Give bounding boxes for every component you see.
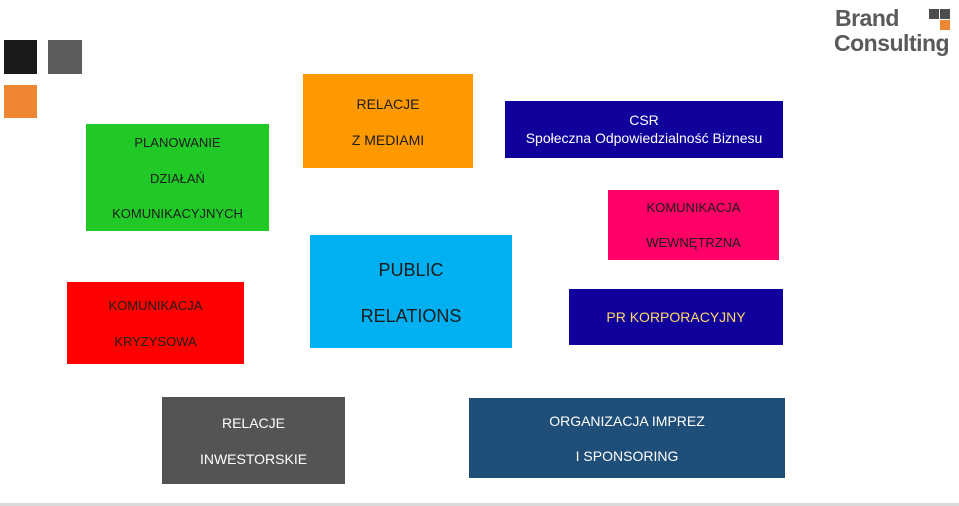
bottom-divider — [0, 503, 959, 506]
box-relacje-z-mediami: RELACJE Z MEDIAMI — [303, 74, 473, 168]
box-kom-wew-line1: KOMUNIKACJA — [646, 200, 741, 215]
decor-square-black — [4, 40, 37, 74]
box-planowanie-dzialan: PLANOWANIE DZIAŁAŃ KOMUNIKACYJNYCH — [86, 124, 269, 231]
box-pr-line1: PUBLIC — [378, 260, 444, 280]
logo-square-orange — [940, 20, 950, 30]
box-planowanie-line3: KOMUNIKACYJNYCH — [112, 206, 243, 221]
box-kom-kryz-line1: KOMUNIKACJA — [108, 298, 203, 313]
box-relacje-media-line2: Z MEDIAMI — [351, 132, 425, 148]
box-relacje-media-line1: RELACJE — [356, 96, 420, 112]
logo-line-brand: Brand — [835, 5, 899, 31]
box-public-relations: PUBLIC RELATIONS — [310, 235, 512, 348]
box-komunikacja-wewnetrzna: KOMUNIKACJA WEWNĘTRZNA — [608, 190, 779, 260]
box-pr-line2: RELATIONS — [360, 306, 462, 326]
box-pr-korp-line1: PR KORPORACYJNY — [606, 309, 746, 325]
box-kom-kryz-line2: KRYZYSOWA — [114, 334, 197, 349]
decor-square-orange — [4, 85, 37, 118]
box-csr-line2: Społeczna Odpowiedzialność Biznesu — [525, 130, 763, 146]
box-komunikacja-kryzysowa: KOMUNIKACJA KRYZYSOWA — [67, 282, 244, 364]
box-csr-line1: CSR — [629, 112, 659, 128]
box-rel-inw-line1: RELACJE — [221, 415, 286, 431]
box-organizacja-imprez: ORGANIZACJA IMPREZ I SPONSORING — [469, 398, 785, 478]
decor-square-gray — [48, 40, 82, 74]
box-planowanie-line2: DZIAŁAŃ — [150, 171, 205, 186]
box-org-imp-line1: ORGANIZACJA IMPREZ — [549, 413, 705, 429]
box-pr-korporacyjny: PR KORPORACYJNY — [569, 289, 783, 345]
logo-square-dark-2 — [940, 9, 950, 19]
box-org-imp-line2: I SPONSORING — [575, 448, 679, 464]
box-kom-wew-line2: WEWNĘTRZNA — [646, 235, 741, 250]
logo-square-dark-1 — [929, 9, 939, 19]
box-relacje-inwestorskie: RELACJE INWESTORSKIE — [162, 397, 345, 484]
box-planowanie-line1: PLANOWANIE — [134, 135, 221, 150]
box-csr: CSR Społeczna Odpowiedzialność Biznesu — [505, 101, 783, 158]
box-rel-inw-line2: INWESTORSKIE — [199, 451, 308, 467]
logo-line-consulting: Consulting — [834, 30, 950, 56]
